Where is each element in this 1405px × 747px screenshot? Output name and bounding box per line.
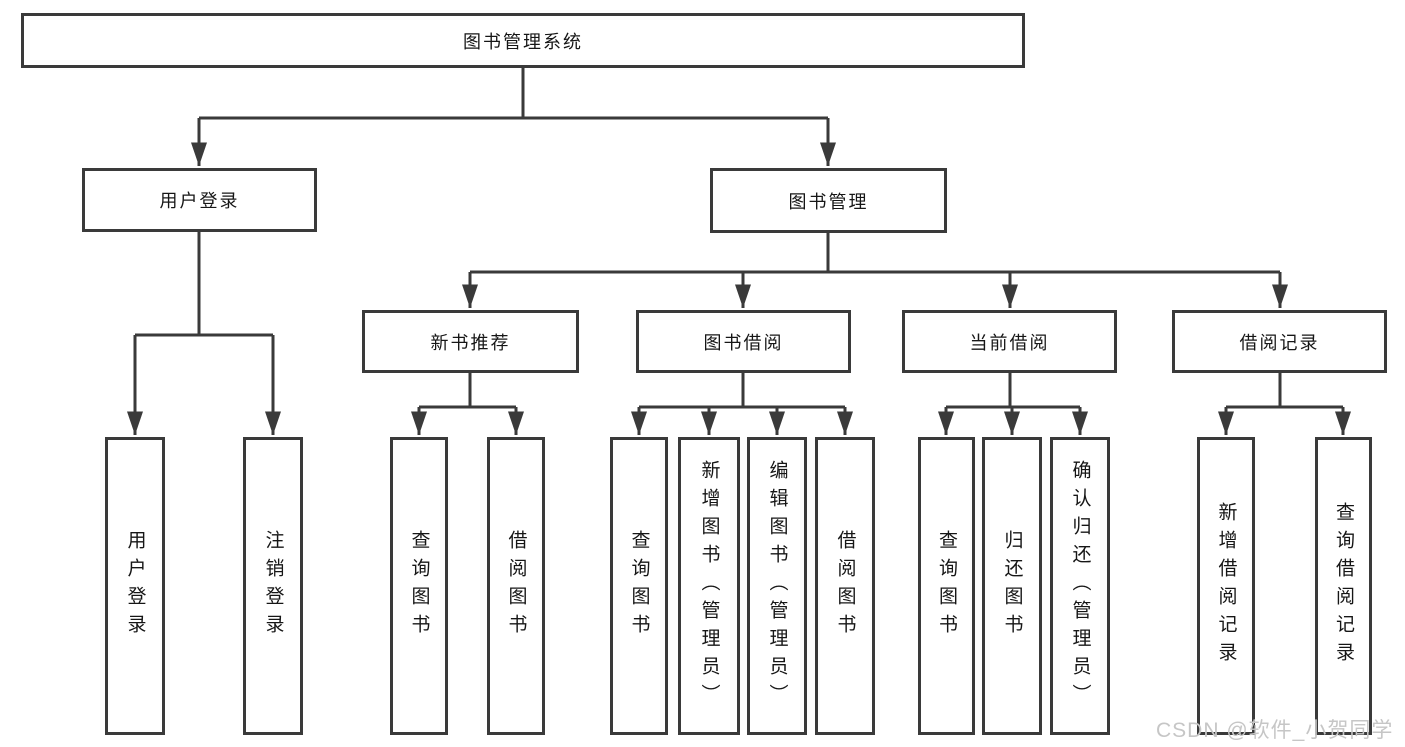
node-leaf-add-borrow-record-label: 新增借阅记录 — [1215, 502, 1237, 670]
node-leaf-add-books-admin-label: 新增图书（管理员） — [698, 460, 720, 712]
node-leaf-return-books: 归还图书 — [982, 437, 1042, 735]
node-current-borrowing: 当前借阅 — [902, 310, 1117, 373]
node-leaf-query-books-3: 查询图书 — [918, 437, 975, 735]
node-root-label: 图书管理系统 — [463, 31, 583, 52]
node-book-borrowing: 图书借阅 — [636, 310, 851, 373]
node-borrowing-records-label: 借阅记录 — [1239, 332, 1320, 353]
node-book-management-label: 图书管理 — [788, 191, 869, 212]
node-leaf-logout-label: 注销登录 — [262, 530, 284, 642]
watermark: CSDN @软件_小贺同学 — [1156, 719, 1394, 742]
node-leaf-query-books-1-label: 查询图书 — [408, 530, 430, 642]
node-leaf-confirm-return-admin: 确认归还（管理员） — [1050, 437, 1110, 735]
node-leaf-confirm-return-admin-label: 确认归还（管理员） — [1069, 460, 1091, 712]
node-leaf-edit-books-admin-label: 编辑图书（管理员） — [766, 460, 788, 712]
node-leaf-query-books-2: 查询图书 — [610, 437, 668, 735]
node-user-login: 用户登录 — [82, 168, 317, 232]
node-leaf-query-books-1: 查询图书 — [390, 437, 448, 735]
node-leaf-add-borrow-record: 新增借阅记录 — [1197, 437, 1255, 735]
node-book-management: 图书管理 — [710, 168, 947, 233]
node-leaf-borrow-books-1: 借阅图书 — [487, 437, 545, 735]
node-leaf-borrow-books-1-label: 借阅图书 — [505, 530, 527, 642]
node-leaf-query-borrow-record-label: 查询借阅记录 — [1333, 502, 1354, 670]
node-leaf-return-books-label: 归还图书 — [1001, 530, 1023, 642]
node-user-login-label: 用户登录 — [159, 191, 240, 211]
node-leaf-query-books-2-label: 查询图书 — [628, 530, 650, 642]
node-book-borrowing-label: 图书借阅 — [703, 332, 784, 353]
node-leaf-user-login-label: 用户登录 — [124, 530, 146, 642]
node-leaf-query-borrow-record: 查询借阅记录 — [1315, 437, 1372, 735]
node-leaf-edit-books-admin: 编辑图书（管理员） — [747, 437, 807, 735]
node-leaf-borrow-books-2: 借阅图书 — [815, 437, 875, 735]
node-root: 图书管理系统 — [21, 13, 1025, 68]
node-leaf-logout: 注销登录 — [243, 437, 303, 735]
node-new-book-recommend: 新书推荐 — [362, 310, 579, 373]
node-new-book-recommend-label: 新书推荐 — [430, 332, 511, 353]
node-borrowing-records: 借阅记录 — [1172, 310, 1387, 373]
node-leaf-user-login: 用户登录 — [105, 437, 165, 735]
node-leaf-borrow-books-2-label: 借阅图书 — [834, 530, 856, 642]
node-leaf-add-books-admin: 新增图书（管理员） — [678, 437, 740, 735]
node-leaf-query-books-3-label: 查询图书 — [936, 530, 957, 642]
node-current-borrowing-label: 当前借阅 — [969, 332, 1050, 353]
